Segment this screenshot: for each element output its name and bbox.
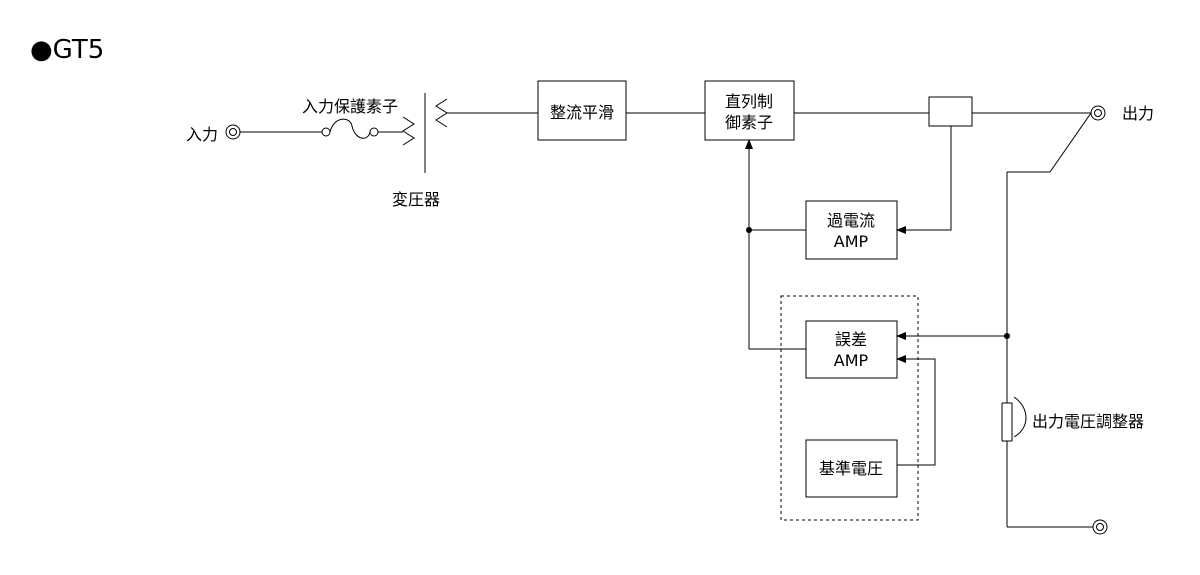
rectifier-label: 整流平滑 xyxy=(550,103,614,122)
transformer-icon xyxy=(402,93,448,173)
input-protection-label: 入力保護素子 xyxy=(302,97,398,116)
error-amp-block xyxy=(805,320,898,379)
error-amp-label-1: 誤差 xyxy=(835,330,867,349)
junction-dot xyxy=(1004,333,1010,339)
fuse-icon xyxy=(321,118,379,139)
control-ic-enclosure xyxy=(780,295,919,521)
series-control-label-1: 直列制 xyxy=(725,92,773,111)
error-amp-label-2: AMP xyxy=(834,351,869,370)
voltage-adjuster-label: 出力電圧調整器 xyxy=(1032,412,1144,431)
diagram-title: ●GT5 xyxy=(30,35,104,65)
input-terminal-icon xyxy=(225,124,241,140)
voltage-adjuster-icon xyxy=(1001,396,1027,442)
transformer-label: 変圧器 xyxy=(392,190,440,209)
output-label: 出力 xyxy=(1122,104,1154,123)
output-return-terminal-icon xyxy=(1092,519,1108,535)
overcurrent-amp-label-2: AMP xyxy=(834,232,869,251)
output-terminal-icon xyxy=(1090,105,1106,121)
series-control-label-2: 御素子 xyxy=(725,113,773,132)
input-label: 入力 xyxy=(186,125,218,144)
reference-voltage-label: 基準電圧 xyxy=(819,459,883,478)
reference-voltage-block xyxy=(805,439,898,498)
rectifier-block xyxy=(537,80,627,141)
current-sense-block xyxy=(928,96,973,127)
overcurrent-amp-label-1: 過電流 xyxy=(827,211,875,230)
